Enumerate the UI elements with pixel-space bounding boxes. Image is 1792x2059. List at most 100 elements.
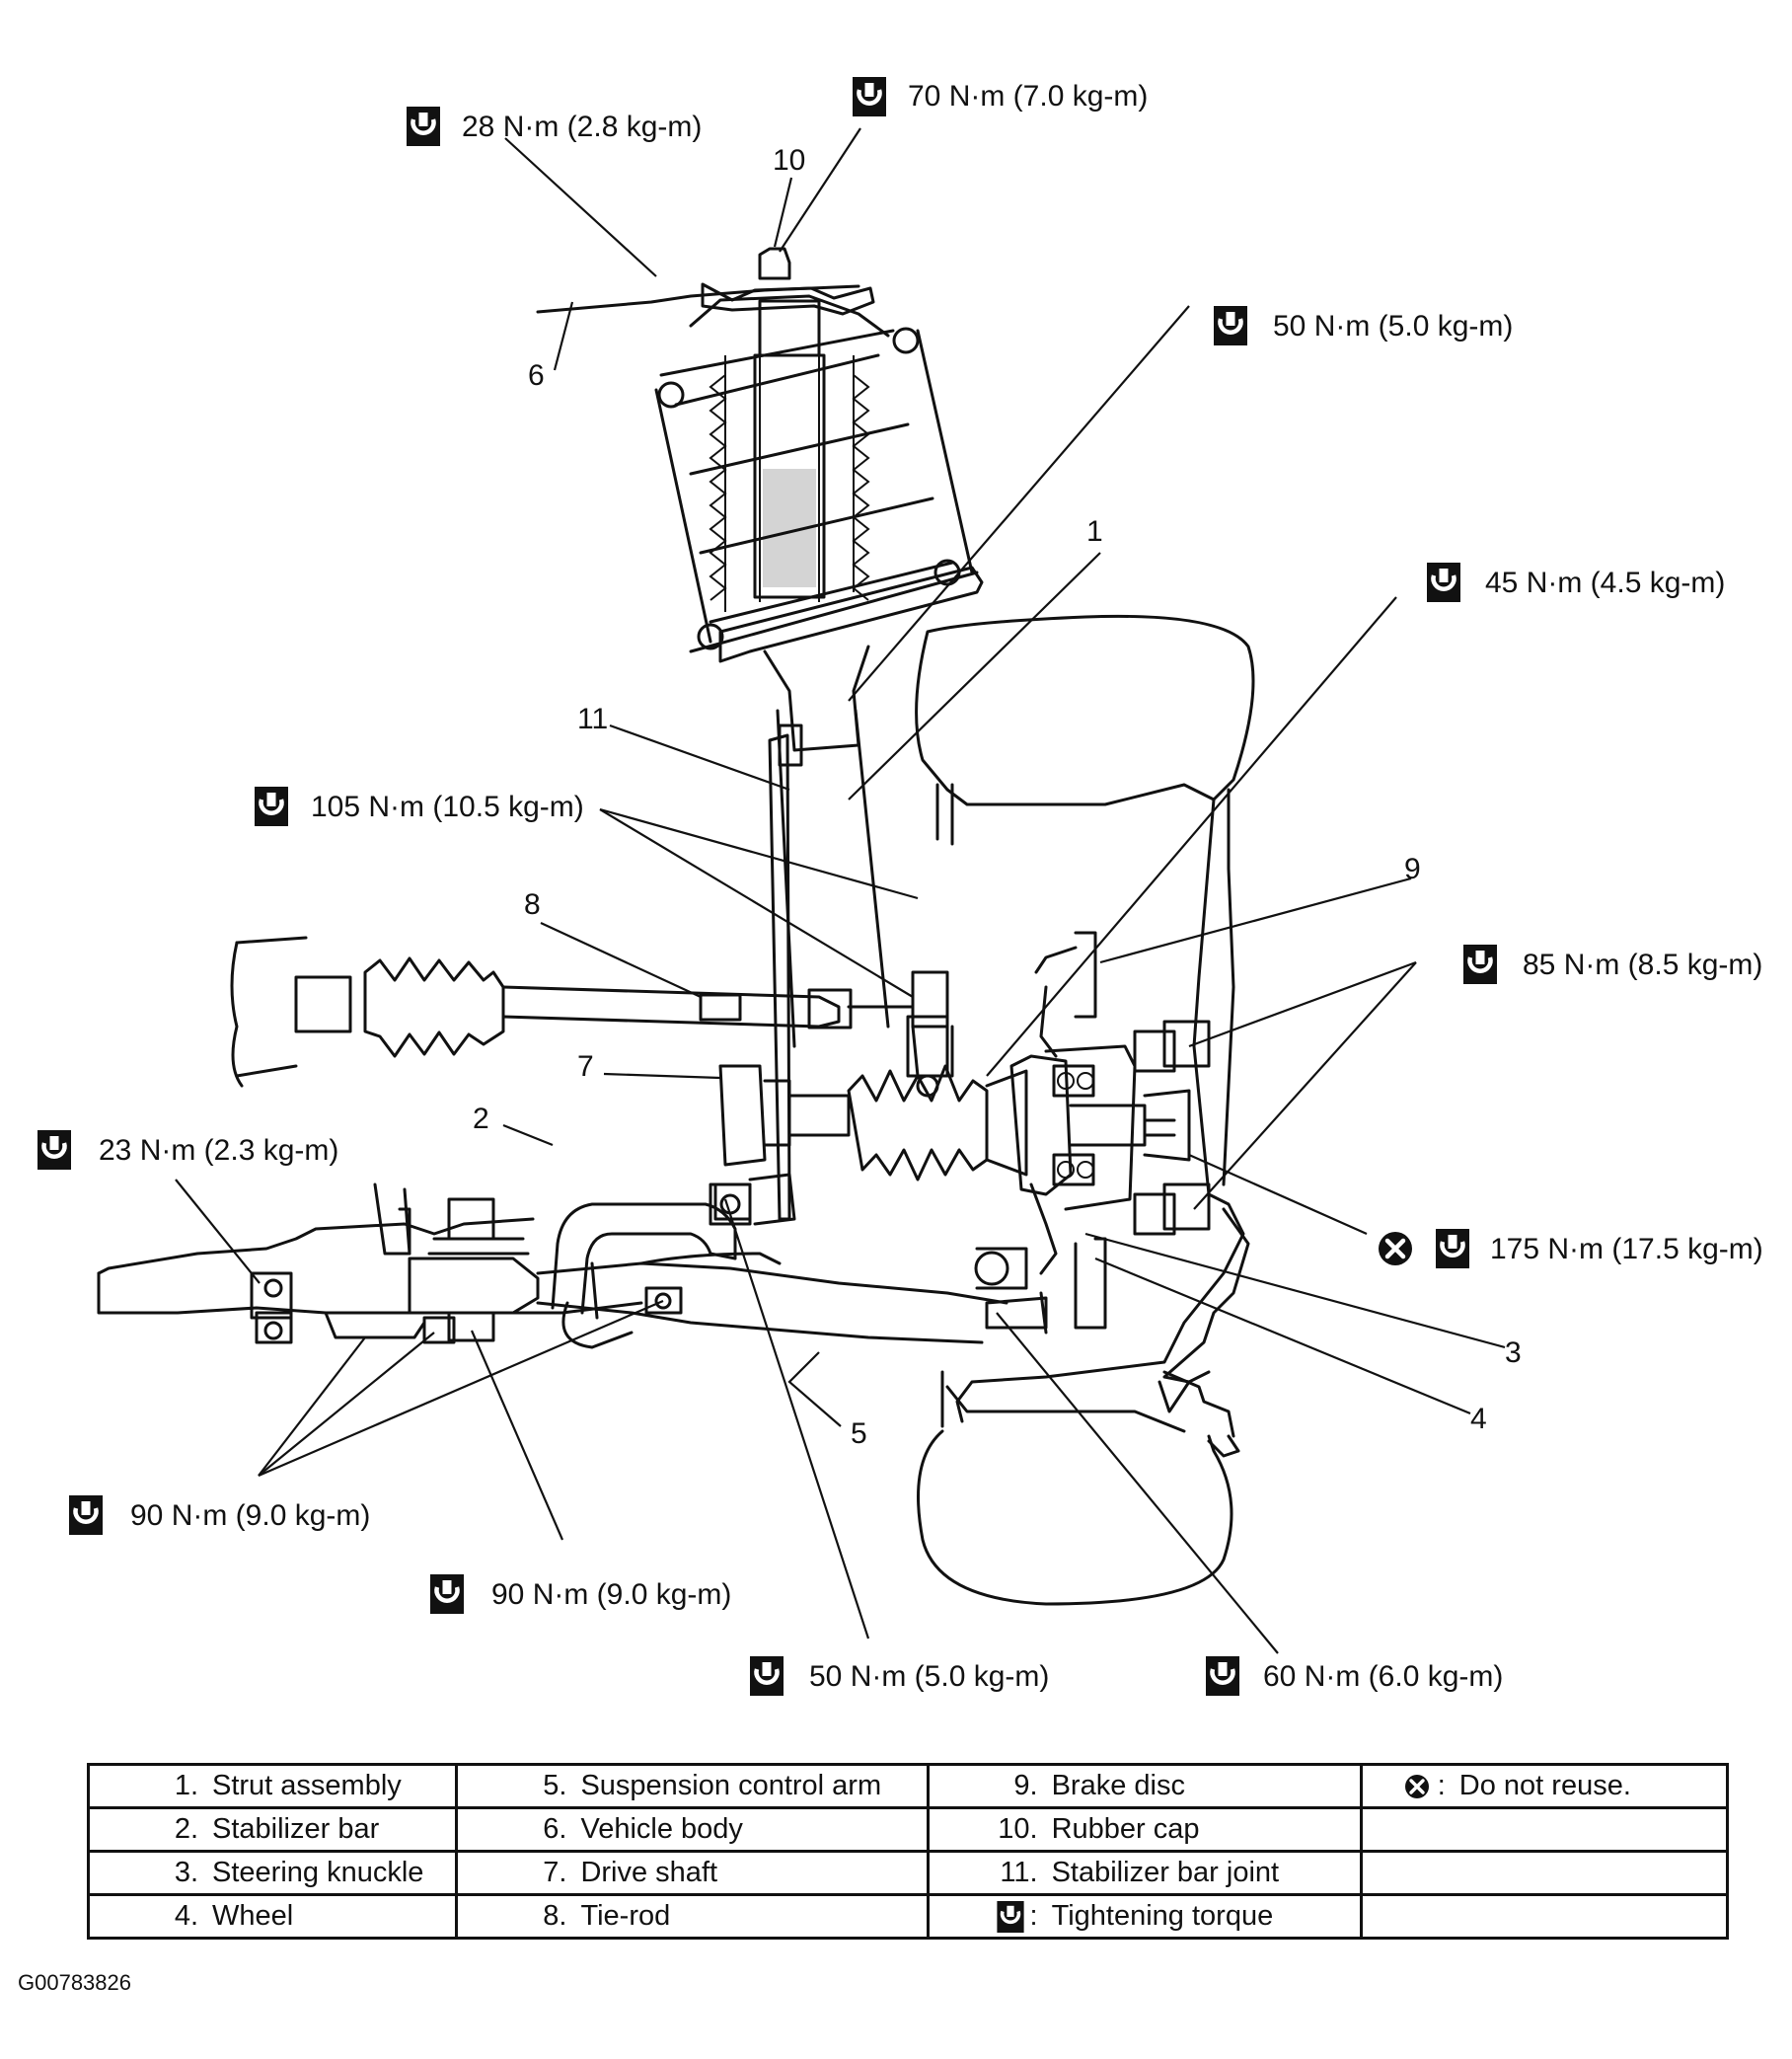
tightening-torque-icon	[750, 1656, 784, 1696]
legend-table: 1. Strut assembly 5. Suspension control ar…	[86, 1763, 1730, 1940]
part-number-8: 8	[524, 888, 541, 921]
legend-cell: 2. Stabilizer bar	[86, 1806, 459, 1853]
tightening-torque-icon	[37, 1130, 71, 1170]
torque-value: 50 N·m (5.0 kg-m)	[1273, 310, 1513, 343]
legend-number: 3.	[174, 1857, 198, 1888]
tightening-torque-icon	[69, 1495, 103, 1535]
do-not-reuse-icon	[1379, 1232, 1412, 1265]
legend-cell	[1359, 1893, 1730, 1940]
legend-cell: 1. Strut assembly	[86, 1763, 459, 1809]
legend-number: 7.	[543, 1857, 567, 1888]
legend-label: Do not reuse.	[1458, 1770, 1631, 1801]
legend-label: Brake disc	[1051, 1770, 1185, 1801]
legend-number: 1.	[174, 1770, 198, 1801]
part-number-2: 2	[473, 1103, 489, 1135]
legend-number: 4.	[174, 1900, 198, 1932]
legend-label: Stabilizer bar joint	[1051, 1857, 1280, 1888]
legend-separator: :	[1437, 1770, 1446, 1801]
legend-cell: 10. Rubber cap	[926, 1806, 1363, 1853]
tightening-torque-icon	[1463, 945, 1497, 984]
torque-callout-85: 85 N·m (8.5 kg-m)	[1463, 945, 1762, 984]
legend-cell: 5. Suspension control arm	[455, 1763, 930, 1809]
tightening-torque-icon	[1436, 1229, 1469, 1268]
tie-rod	[230, 936, 954, 1088]
torque-value: 28 N·m (2.8 kg-m)	[462, 111, 702, 143]
legend-cell: 9.Brake disc	[926, 1763, 1363, 1809]
legend-cell: : Do not reuse.	[1359, 1763, 1730, 1809]
legend-label: Rubber cap	[1051, 1813, 1200, 1845]
legend-cell: : Tightening torque	[926, 1893, 1363, 1940]
legend-cell: 7. Drive shaft	[455, 1850, 930, 1896]
tightening-torque-icon	[1206, 1656, 1239, 1696]
torque-callout-28: 28 N·m (2.8 kg-m)	[407, 107, 702, 146]
torque-callout-90-center: 90 N·m (9.0 kg-m)	[430, 1574, 731, 1614]
legend-cell: 4. Wheel	[86, 1893, 459, 1940]
steering-knuckle	[974, 1020, 1211, 1335]
legend-row: 4. Wheel 8. Tie-rod : Tightening torque	[86, 1893, 1730, 1940]
legend-cell: 8. Tie-rod	[455, 1893, 930, 1940]
stabilizer-bar	[551, 1182, 752, 1320]
legend-row: 2. Stabilizer bar 6.Vehicle body 10. Rubbe…	[86, 1806, 1730, 1853]
legend-number: 10.	[998, 1813, 1038, 1845]
part-number-5: 5	[851, 1417, 867, 1450]
tightening-torque-icon	[853, 77, 886, 116]
torque-callout-90-left: 90 N·m (9.0 kg-m)	[69, 1495, 370, 1535]
part-number-6: 6	[528, 359, 545, 392]
part-number-3: 3	[1505, 1336, 1522, 1369]
vehicle-body	[536, 284, 860, 314]
legend-label: Suspension control arm	[580, 1770, 882, 1801]
torque-value: 105 N·m (10.5 kg-m)	[311, 791, 584, 823]
part-number-11: 11	[577, 703, 608, 735]
torque-value: 70 N·m (7.0 kg-m)	[908, 80, 1148, 113]
legend-number: 5.	[543, 1770, 567, 1801]
legend-label: Tie-rod	[580, 1900, 671, 1932]
legend-separator: :	[1029, 1900, 1038, 1932]
legend-cell: 11. Stabilizer bar joint	[926, 1850, 1363, 1896]
legend-cell: 6.Vehicle body	[455, 1806, 930, 1853]
torque-value: 60 N·m (6.0 kg-m)	[1263, 1660, 1503, 1693]
legend-row: 1. Strut assembly 5. Suspension control ar…	[86, 1763, 1730, 1809]
legend-label: Strut assembly	[212, 1770, 402, 1801]
torque-callout-50-upper: 50 N·m (5.0 kg-m)	[1214, 306, 1513, 345]
legend-label: Steering knuckle	[212, 1857, 424, 1888]
tightening-torque-icon	[430, 1574, 464, 1614]
legend-label: Vehicle body	[580, 1813, 743, 1845]
legend-label: Stabilizer bar	[212, 1813, 380, 1845]
tightening-torque-icon	[255, 787, 288, 826]
suspension-control-arm	[97, 1173, 1008, 1349]
legend-cell: 3. Steering knuckle	[86, 1850, 459, 1896]
legend-label: Wheel	[212, 1900, 294, 1932]
drive-shaft	[718, 1015, 1028, 1182]
tightening-torque-icon	[1427, 563, 1460, 602]
part-number-7: 7	[577, 1050, 594, 1083]
legend-cell	[1359, 1850, 1730, 1896]
torque-callout-175: 175 N·m (17.5 kg-m)	[1379, 1229, 1763, 1268]
legend-label: Tightening torque	[1051, 1900, 1274, 1932]
part-number-1: 1	[1086, 515, 1103, 548]
torque-callout-23: 23 N·m (2.3 kg-m)	[37, 1130, 338, 1170]
legend-number: 11.	[1000, 1857, 1038, 1888]
part-number-10: 10	[773, 144, 805, 177]
strut-assembly	[654, 247, 984, 1048]
wheel	[915, 614, 1255, 1606]
legend-number: 2.	[174, 1813, 198, 1845]
torque-value: 90 N·m (9.0 kg-m)	[491, 1578, 731, 1611]
torque-callout-60: 60 N·m (6.0 kg-m)	[1206, 1656, 1503, 1696]
legend-label: Drive shaft	[580, 1857, 718, 1888]
torque-value: 175 N·m (17.5 kg-m)	[1490, 1233, 1763, 1265]
part-number-4: 4	[1470, 1403, 1487, 1435]
leader-lines	[175, 127, 1506, 1654]
legend-row: 3. Steering knuckle 7. Drive shaft 11. Stab…	[86, 1850, 1730, 1896]
legend-number: 8.	[543, 1900, 567, 1932]
torque-callout-45: 45 N·m (4.5 kg-m)	[1427, 563, 1725, 602]
suspension-diagram: 28 N·m (2.8 kg-m) 70 N·m (7.0 kg-m) 50 N…	[0, 0, 1763, 1737]
figure-id: G00783826	[18, 1970, 131, 1995]
tightening-torque-icon	[1214, 306, 1247, 345]
torque-callout-50-lower: 50 N·m (5.0 kg-m)	[750, 1656, 1049, 1696]
torque-value: 50 N·m (5.0 kg-m)	[809, 1660, 1049, 1693]
do-not-reuse-icon	[1404, 1774, 1429, 1798]
torque-value: 23 N·m (2.3 kg-m)	[99, 1134, 338, 1167]
torque-callout-105: 105 N·m (10.5 kg-m)	[255, 787, 584, 826]
tightening-torque-icon	[996, 1900, 1024, 1933]
torque-value: 85 N·m (8.5 kg-m)	[1523, 949, 1762, 981]
